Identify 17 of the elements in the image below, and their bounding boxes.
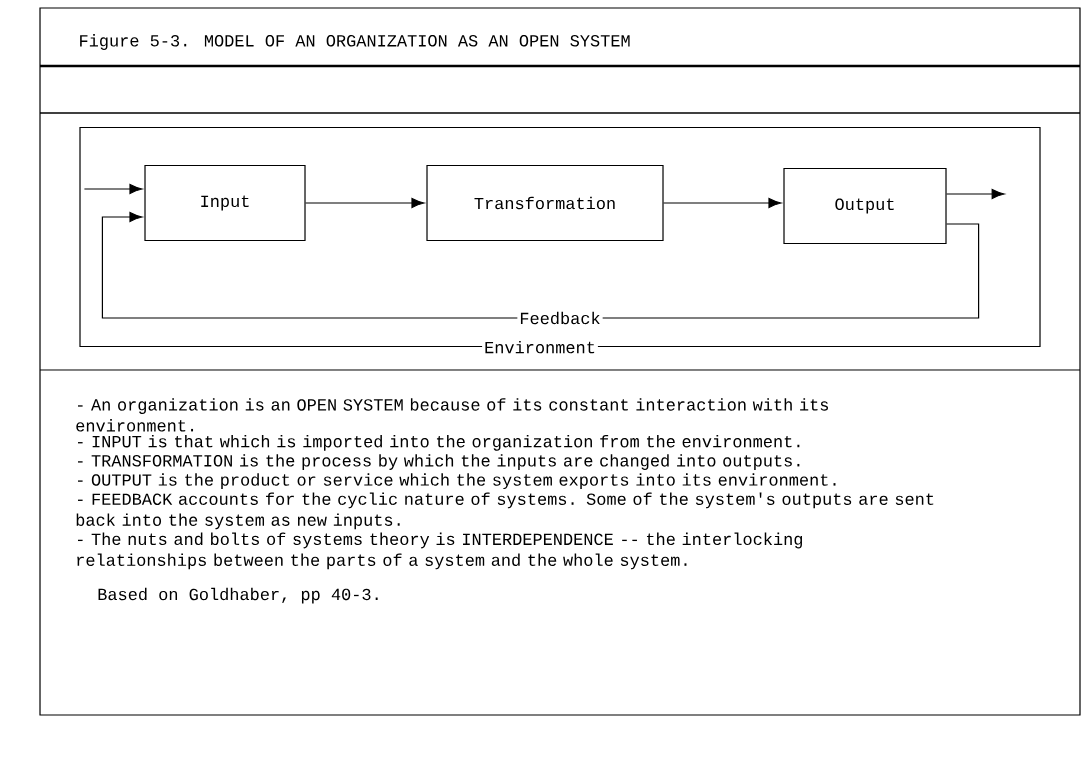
process-box: Input [144, 164, 306, 242]
arrow [83, 183, 143, 195]
bullet-text: - TRANSFORMATION is the process by which the inputs are changed into outputs. [77, 454, 800, 470]
process-box: Transformation [426, 164, 664, 242]
bullet-text: - An organization is an OPEN SYSTEM because of its constant interaction with its environment. [76, 398, 828, 432]
arrow [101, 211, 980, 319]
arrow [946, 188, 1005, 200]
arrow [305, 197, 425, 209]
bullet-text: - INPUT is that which is imported into the organization from the environment. [77, 434, 800, 451]
bullet-text: - OUTPUT is the product or service which the system exports into its environment. [77, 473, 836, 490]
bullet-text: - FEEDBACK accounts for the cyclic nature of systems. Some of the system's outputs are sent back into the system as new inputs. [76, 492, 934, 530]
source-note: Based on Goldhaber, pp 40-3. [98, 587, 378, 604]
bullet-text: - The nuts and bolts of systems theory is INTERDEPENDENCE -- the interlocking relationships between the parts of a system and the whole system. [77, 532, 802, 570]
arrow [663, 197, 782, 209]
process-box: Output [783, 167, 947, 245]
figure-title: Figure 5-3. MODEL OF AN ORGANIZATION AS AN OPEN SYSTEM [80, 34, 630, 50]
edge-label: Feedback [517, 309, 603, 327]
